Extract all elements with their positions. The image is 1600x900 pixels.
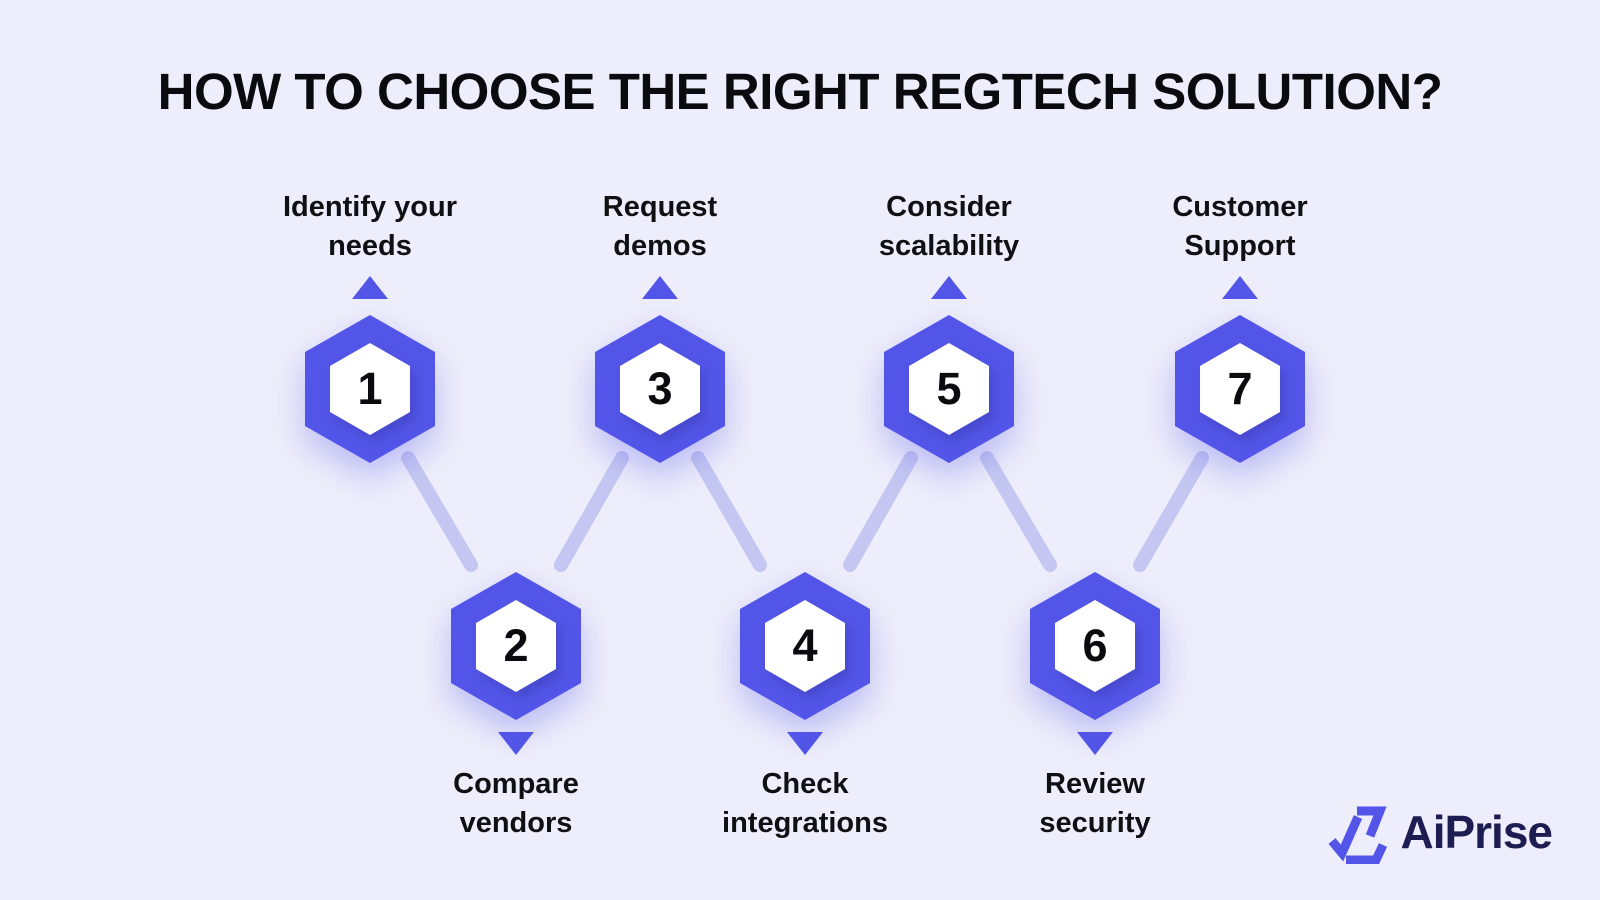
- step-3: Request demos 3: [540, 182, 780, 463]
- step-6: 6 Review security: [975, 572, 1215, 843]
- hexagon-icon: [451, 572, 581, 720]
- step-3-label: Request demos: [602, 190, 718, 262]
- hexagon-icon: [1030, 572, 1160, 720]
- hexagon-icon: [595, 315, 725, 463]
- step-1: Identify your needs 1: [250, 182, 490, 463]
- triangle-down-icon: [787, 732, 823, 755]
- step-3-number: 3: [647, 363, 673, 414]
- step-6-hexagon: 6: [1030, 572, 1160, 720]
- aiprise-logo-text: AiPrise: [1400, 806, 1553, 858]
- connector-3-4: [691, 451, 767, 572]
- triangle-up-icon: [352, 276, 388, 299]
- page-title: HOW TO CHOOSE THE RIGHT REGTECH SOLUTION…: [157, 63, 1443, 120]
- step-2-label: Compare vendors: [453, 768, 579, 840]
- step-2: 2 Compare vendors: [396, 572, 636, 843]
- hexagon-icon: [740, 572, 870, 720]
- triangle-up-icon: [642, 276, 678, 299]
- step-7-hexagon: 7: [1175, 315, 1305, 463]
- step-2-number: 2: [503, 620, 529, 671]
- step-4-number: 4: [792, 620, 818, 671]
- triangle-up-icon: [1222, 276, 1258, 299]
- hexagon-icon: [305, 315, 435, 463]
- connector-5-6: [980, 451, 1057, 572]
- step-3-hexagon: 3: [595, 315, 725, 463]
- step-1-hexagon: 1: [305, 315, 435, 463]
- step-7-label: Customer Support: [1172, 190, 1308, 262]
- step-4: 4 Check integrations: [685, 572, 925, 843]
- hexagon-icon: [884, 315, 1014, 463]
- triangle-up-icon: [931, 276, 967, 299]
- step-5-number: 5: [936, 363, 962, 414]
- step-6-label: Review security: [1039, 768, 1151, 840]
- triangle-down-icon: [1077, 732, 1113, 755]
- hexagon-icon: [1175, 315, 1305, 463]
- connector-7-6: [1133, 451, 1209, 572]
- step-5: Consider scalability 5: [829, 182, 1069, 463]
- aiprise-logo-icon: [1329, 806, 1388, 864]
- triangle-down-icon: [498, 732, 534, 755]
- connector-3-2: [554, 451, 629, 572]
- step-7-number: 7: [1227, 363, 1253, 414]
- step-4-hexagon: 4: [740, 572, 870, 720]
- connector-5-4: [843, 451, 918, 572]
- step-4-label: Check integrations: [722, 768, 888, 840]
- connector-1-2: [401, 451, 478, 572]
- step-5-label: Consider scalability: [878, 190, 1020, 262]
- step-1-label: Identify your needs: [282, 190, 457, 262]
- step-6-number: 6: [1082, 620, 1108, 671]
- aiprise-logo: AiPrise: [1326, 800, 1553, 864]
- step-1-number: 1: [357, 363, 383, 414]
- step-2-hexagon: 2: [451, 572, 581, 720]
- step-7: Customer Support 7: [1120, 182, 1360, 463]
- step-5-hexagon: 5: [884, 315, 1014, 463]
